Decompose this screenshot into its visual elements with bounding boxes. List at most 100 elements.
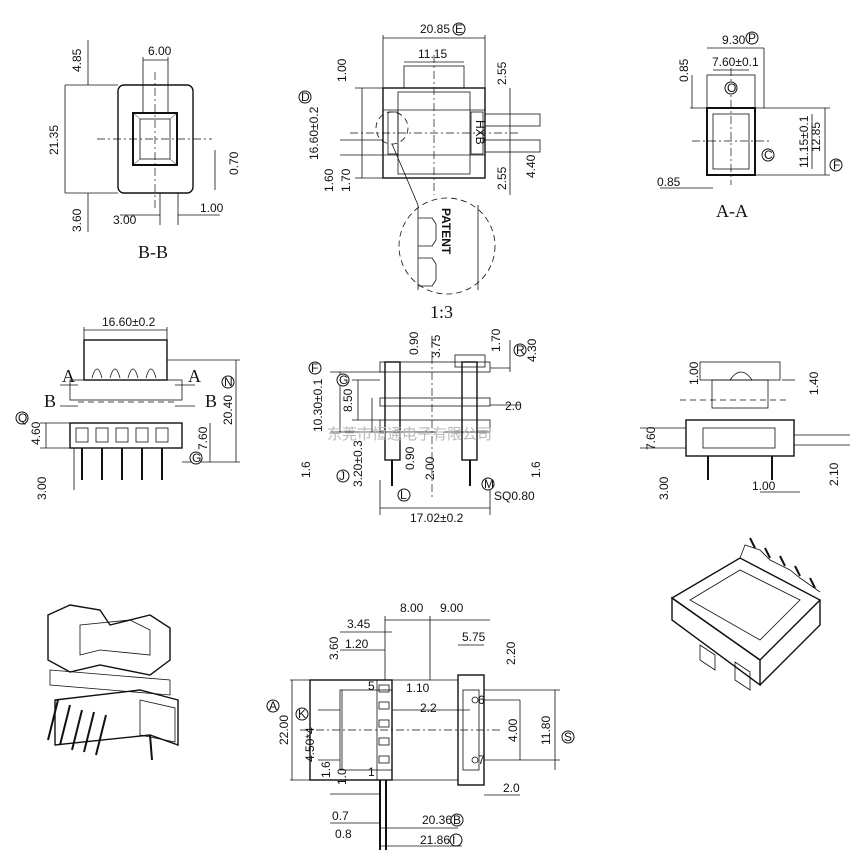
side-dim-4-30: 4.30 (525, 338, 539, 362)
marker-m-label: M (484, 477, 494, 491)
bb-dim-top: 4.85 (70, 48, 84, 72)
front-dim-20-40: 20.40 (221, 395, 235, 425)
bb-dim-bottom: 3.60 (70, 208, 84, 232)
marker-a (266, 699, 280, 713)
aa-dim-7-60: 7.60±0.1 (712, 55, 759, 69)
end-dim-3-00: 3.00 (657, 476, 671, 500)
pin-text-hxb: HXB (473, 120, 487, 145)
bb-dim-width: 6.00 (148, 44, 172, 58)
marker-j-label: J (339, 469, 345, 483)
end-dim-1-00-top: 1.00 (687, 361, 701, 385)
marker-f-side-label: F (311, 361, 318, 375)
detail-scale: 1:3 (430, 302, 453, 322)
side-dim-2-0: 2.0 (505, 399, 522, 413)
bottom-dim-2-0: 2.0 (503, 781, 520, 795)
marker-d-label: D (301, 90, 310, 104)
side-dim-3-75: 3.75 (429, 334, 443, 358)
marker-l-label: L (400, 488, 407, 502)
side-dim-17-02: 17.02±0.2 (410, 511, 464, 525)
marker-k (295, 707, 309, 721)
side-view (330, 340, 520, 515)
aa-dim-0-85-bottom: 0.85 (657, 175, 681, 189)
marker-g-side (336, 373, 350, 387)
bottom-dim-22-00: 22.00 (277, 715, 291, 745)
aa-dim-0-85-top: 0.85 (677, 58, 691, 82)
bottom-dim-9-00: 9.00 (440, 601, 464, 615)
top-dim-4-40: 4.40 (524, 154, 538, 178)
section-a-right: A (188, 366, 201, 386)
aa-dim-9-30: 9.30 (722, 33, 746, 47)
marker-b-label: B (453, 813, 461, 827)
marker-f-label: F (833, 158, 840, 172)
end-view (640, 361, 850, 493)
marker-q (15, 411, 29, 425)
bottom-dim-5-75: 5.75 (462, 630, 486, 644)
side-dim-2-00: 2.00 (423, 456, 437, 480)
top-dim-1-70: 1.70 (339, 168, 353, 192)
marker-p-label: P (748, 31, 756, 45)
bottom-view (290, 616, 560, 850)
bb-section-label: B-B (138, 242, 168, 262)
aa-section-label: A-A (716, 201, 748, 221)
bottom-dim-0-8: 0.8 (335, 827, 352, 841)
marker-f-side (308, 361, 322, 375)
top-dim-width: 20.85 (420, 22, 450, 36)
pin-number-7: 7 (478, 753, 485, 767)
top-dim-2-55a: 2.55 (495, 61, 509, 85)
bottom-dim-3-60: 3.60 (327, 636, 341, 660)
marker-g-side-label: G (339, 373, 348, 387)
side-dim-sq0-80: SQ0.80 (494, 489, 535, 503)
top-dim-16-60: 16.60±0.2 (307, 106, 321, 160)
bb-dim-wall: 0.70 (227, 151, 241, 175)
side-dim-1-70: 1.70 (489, 328, 503, 352)
side-dim-8-50: 8.50 (341, 388, 355, 412)
end-dim-1-00-bottom: 1.00 (752, 479, 776, 493)
bottom-dim-2-20: 2.20 (504, 641, 518, 665)
bottom-dim-3-45: 3.45 (347, 617, 371, 631)
bottom-dim-4-00: 4.00 (506, 718, 520, 742)
marker-s-label: S (564, 730, 572, 744)
bb-dim-left: 3.00 (113, 213, 137, 227)
iso-view-right (670, 537, 822, 691)
bottom-dim-8-00: 8.00 (400, 601, 424, 615)
top-view (340, 35, 541, 295)
bottom-dim-0-7: 0.7 (332, 809, 349, 823)
front-dim-7-60: 7.60 (196, 426, 210, 450)
marker-g-front-label: G (192, 451, 201, 465)
marker-r-label: R (516, 343, 525, 357)
pin-number-6: 6 (478, 693, 485, 707)
marker-i (449, 833, 463, 847)
pin-number-5: 5 (368, 679, 375, 693)
bottom-dim-20-36: 20.36 (422, 813, 452, 827)
marker-g-front (189, 451, 203, 465)
marker-s (561, 730, 575, 744)
top-dim-2-55b: 2.55 (495, 166, 509, 190)
aa-section-view (660, 47, 830, 189)
marker-f (829, 158, 843, 172)
aa-dim-11-15: 11.15±0.1 (797, 115, 811, 168)
front-view (40, 327, 240, 490)
bottom-dim-4-50x4: 4.50*4 (303, 727, 317, 762)
pin-number-1: 1 (368, 765, 375, 779)
end-dim-1-40: 1.40 (807, 371, 821, 395)
section-b-right: B (205, 391, 217, 411)
bottom-dim-1-6: 1.6 (319, 761, 333, 778)
marker-m (481, 477, 495, 491)
section-b-left: B (44, 391, 56, 411)
aa-dim-12-85: 12.85 (809, 122, 823, 152)
bottom-dim-11-80: 11.80 (539, 716, 553, 745)
side-dim-0-90-top: 0.90 (407, 331, 421, 355)
side-dim-10-30: 10.30±0.1 (311, 378, 325, 432)
bottom-dim-2-2: 2.2 (420, 701, 437, 715)
marker-a-label: A (269, 699, 277, 713)
marker-r (513, 343, 527, 357)
side-dim-1-6-right: 1.6 (529, 461, 543, 478)
marker-e-label: E (455, 22, 463, 36)
bottom-dim-1-10: 1.10 (406, 681, 430, 695)
side-dim-3-20: 3.20±0.3 (351, 440, 365, 487)
top-dim-core: 11.15 (418, 47, 447, 61)
side-dim-0-90-bottom: 0.90 (403, 446, 417, 470)
side-dim-1-6-left: 1.6 (299, 461, 313, 478)
iso-view-left (47, 604, 179, 761)
